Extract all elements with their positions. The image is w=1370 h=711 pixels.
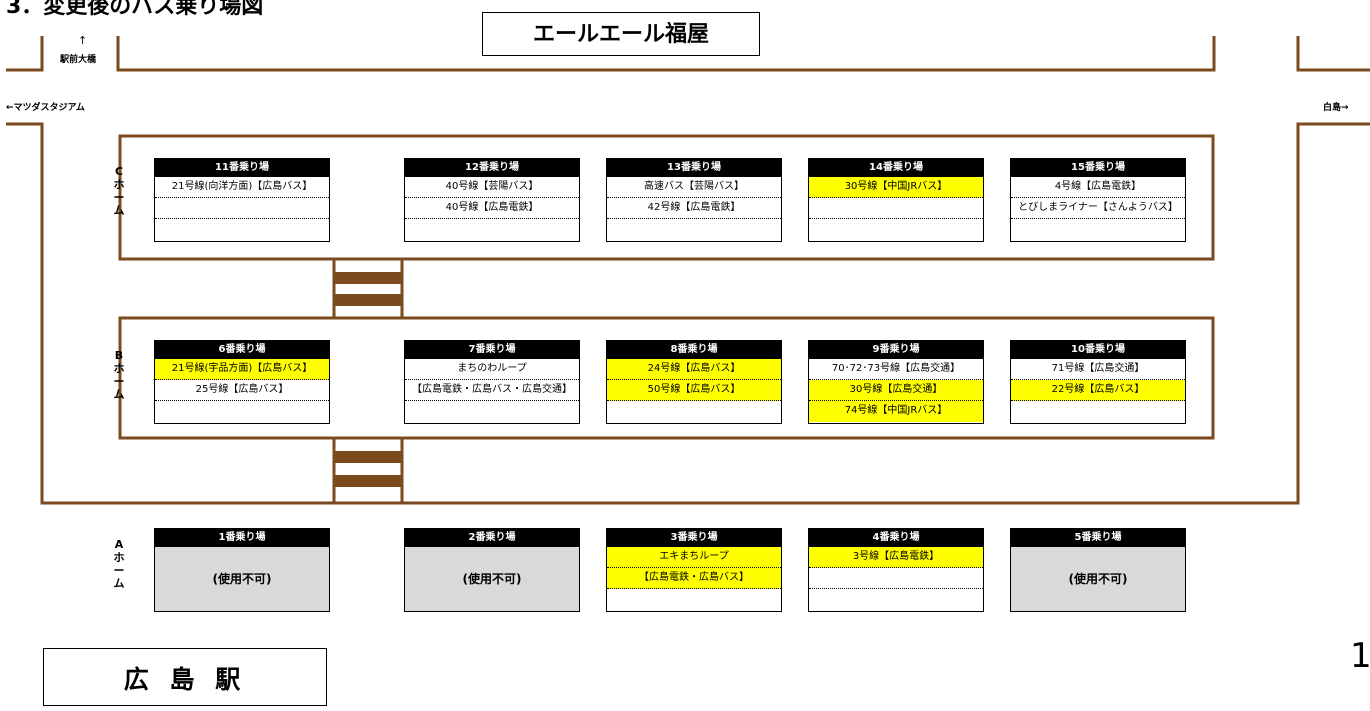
bus-stop-name: 3番乗り場 [607,529,781,547]
route-row: 42号線【広島電鉄】 [607,198,781,219]
platform-a-label: A ホ ー ム [113,538,125,590]
bus-stop-name: 11番乗り場 [155,159,329,177]
route-row [155,219,329,240]
bus-stop: 7番乗り場まちのわループ【広島電鉄・広島バス・広島交通】 [404,340,580,424]
bus-stop-name: 14番乗り場 [809,159,983,177]
road-top-main [116,36,1216,72]
bus-stop-name: 1番乗り場 [155,529,329,547]
bus-stop-name: 5番乗り場 [1011,529,1185,547]
route-row: 71号線【広島交通】 [1011,359,1185,380]
route-row: エキまちループ [607,547,781,568]
page-number: 1 [1350,636,1370,676]
bus-stop-name: 15番乗り場 [1011,159,1185,177]
bus-stop-name: 4番乗り場 [809,529,983,547]
route-row: とびしまライナー【さんようバス】 [1011,198,1185,219]
crosswalks [334,272,402,487]
route-row [405,401,579,422]
route-row: まちのわループ [405,359,579,380]
right-direction-label: 白島→ [1323,103,1349,113]
route-row [607,589,781,610]
bus-stop-name: 2番乗り場 [405,529,579,547]
road-top-right [1296,36,1370,72]
route-row [607,401,781,422]
route-lines [6,36,1370,505]
bus-stop-name: 7番乗り場 [405,341,579,359]
bus-stop-name: 6番乗り場 [155,341,329,359]
page-title: 3．変更後のバス乗り場図 [6,0,264,19]
bus-stop-name: 9番乗り場 [809,341,983,359]
route-row: 30号線【中国JRバス】 [809,177,983,198]
route-row: 24号線【広島バス】 [607,359,781,380]
route-row: 74号線【中国JRバス】 [809,401,983,422]
route-row [607,219,781,240]
bus-stop: 5番乗り場(使用不可) [1010,528,1186,612]
b-platform-outline [118,316,1215,440]
platform-c-label: C ホ ー ム [113,165,125,217]
unavailable-text: (使用不可) [155,547,329,611]
left-direction-label: ←マツダスタジアム [6,103,85,113]
bus-stop-name: 8番乗り場 [607,341,781,359]
route-row: 25号線【広島バス】 [155,380,329,401]
route-row: 【広島電鉄・広島バス】 [607,568,781,589]
route-row: 4号線【広島電鉄】 [1011,177,1185,198]
route-row [1011,219,1185,240]
bridge-label: 駅前大橋 [60,55,97,65]
c-platform-outline [118,134,1215,261]
route-row: 50号線【広島バス】 [607,380,781,401]
route-row: 40号線【広島電鉄】 [405,198,579,219]
bus-stop: 1番乗り場(使用不可) [154,528,330,612]
building-label: エールエール福屋 [482,12,760,56]
route-row [809,198,983,219]
unavailable-text: (使用不可) [405,547,579,611]
route-row [405,219,579,240]
route-row: 【広島電鉄・広島バス・広島交通】 [405,380,579,401]
route-row [809,219,983,240]
route-row [809,589,983,610]
road-top-left [6,36,44,72]
route-row [1011,401,1185,422]
bus-stop-name: 10番乗り場 [1011,341,1185,359]
route-row [809,568,983,589]
unavailable-text: (使用不可) [1011,547,1185,611]
bus-stop: 13番乗り場高速バス【芸陽バス】42号線【広島電鉄】 [606,158,782,242]
up-arrow-icon: ↑ [78,34,88,47]
route-row: 21号線(宇品方面)【広島バス】 [155,359,329,380]
bus-stop-name: 12番乗り場 [405,159,579,177]
bus-stop-name: 13番乗り場 [607,159,781,177]
platform-b-label: B ホ ー ム [113,349,125,401]
route-row: 3号線【広島電鉄】 [809,547,983,568]
route-row: 22号線【広島バス】 [1011,380,1185,401]
bus-stop: 3番乗り場エキまちループ【広島電鉄・広島バス】 [606,528,782,612]
route-row: 30号線【広島交通】 [809,380,983,401]
route-row: 40号線【芸陽バス】 [405,177,579,198]
road-bottom-loop [6,122,1370,505]
bus-stop: 2番乗り場(使用不可) [404,528,580,612]
route-row: 21号線(向洋方面)【広島バス】 [155,177,329,198]
route-row [155,198,329,219]
route-row: 高速バス【芸陽バス】 [607,177,781,198]
route-row [155,401,329,422]
route-row: 70･72･73号線【広島交通】 [809,359,983,380]
